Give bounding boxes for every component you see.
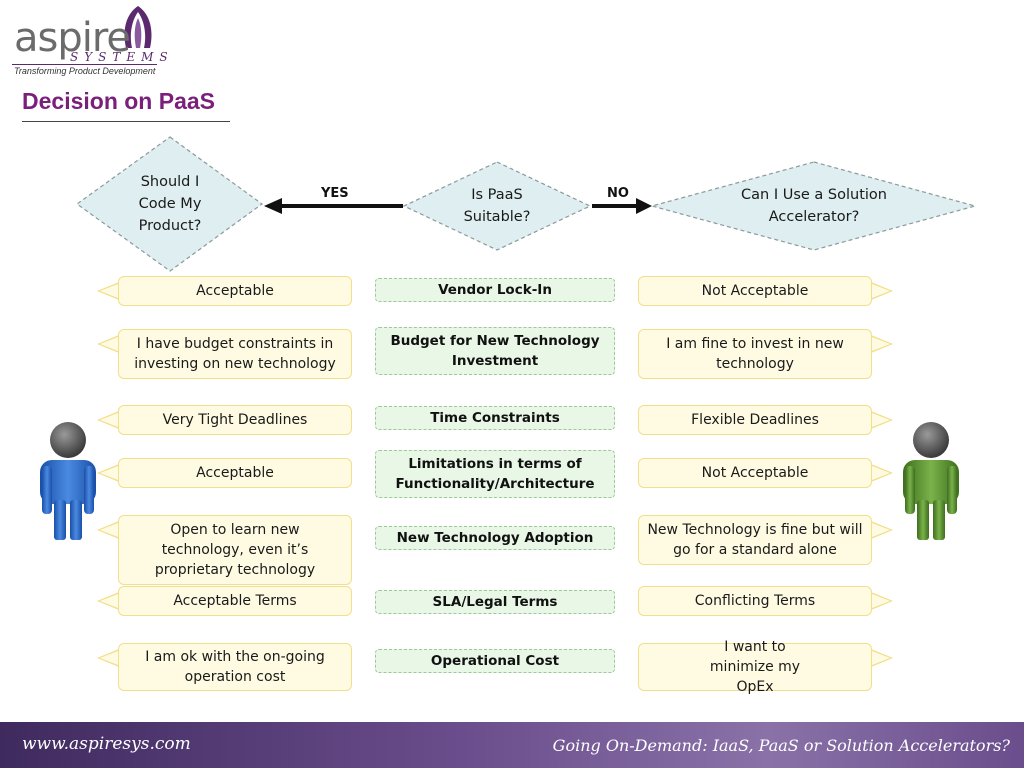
left-answer-text: Acceptable [196, 465, 274, 481]
right-answer-text: Not Acceptable [701, 283, 809, 299]
criterion-limitations: Limitations in terms of Functionality/Ar… [375, 450, 615, 498]
right-answer-adoption: New Technology is fine but will go for a… [638, 515, 893, 565]
criterion-adoption: New Technology Adoption [375, 526, 615, 550]
right-answer-limitations: Not Acceptable [638, 458, 893, 488]
left-answer-sla: Acceptable Terms [97, 586, 352, 616]
logo-tagline: Transforming Product Development [14, 66, 156, 76]
no-label: NO [607, 186, 629, 201]
title-underline [22, 121, 230, 122]
left-answer-text: Open to learn new technology, even it’s … [154, 522, 316, 578]
left-answer-text: Acceptable [196, 283, 274, 299]
logo-wordmark: aspire [14, 15, 131, 61]
right-answer-text: Flexible Deadlines [691, 412, 819, 428]
left-answer-time: Very Tight Deadlines [97, 405, 352, 435]
criterion-vendor-lockin: Vendor Lock-In [375, 278, 615, 302]
logo-systems: SYSTEMS [70, 50, 174, 64]
right-answer-time: Flexible Deadlines [638, 405, 893, 435]
logo-mark-icon [124, 6, 152, 48]
logo-divider [12, 64, 157, 65]
right-answer-text: Not Acceptable [701, 465, 809, 481]
page-title: Decision on PaaS [22, 88, 216, 114]
no-arrow-head [636, 198, 652, 214]
left-answer-text: I am ok with the on-going operation cost [145, 649, 325, 685]
right-answer-opcost: I want to minimize my OpEx [638, 639, 893, 695]
footer-tagline: Going On-Demand: IaaS, PaaS or Solution … [552, 736, 1010, 755]
diamond-paas-suitable [402, 161, 592, 251]
criterion-time: Time Constraints [375, 406, 615, 430]
diamond-solution-accelerator [649, 161, 978, 251]
left-answer-limitations: Acceptable [97, 458, 352, 488]
yes-arrow-head [264, 198, 282, 214]
left-answer-adoption: Open to learn new technology, even it’s … [97, 515, 352, 585]
criterion-opcost: Operational Cost [375, 649, 615, 673]
left-answer-text: Acceptable Terms [173, 593, 297, 609]
right-answer-text: I am fine to invest in new technology [666, 336, 844, 372]
right-answer-vendor-lockin: Not Acceptable [638, 276, 893, 306]
criterion-sla: SLA/Legal Terms [375, 590, 615, 614]
person-blue-icon [40, 422, 96, 540]
yes-label: YES [321, 186, 349, 201]
footer-url: www.aspiresys.com [22, 734, 191, 754]
left-answer-opcost: I am ok with the on-going operation cost [97, 643, 352, 691]
right-answer-budget: I am fine to invest in new technology [638, 329, 893, 379]
right-answer-text: New Technology is fine but will go for a… [647, 522, 863, 558]
right-answer-text: Conflicting Terms [694, 593, 816, 609]
footer-bar: www.aspiresys.com Going On-Demand: IaaS,… [0, 722, 1024, 768]
company-logo: aspire SYSTEMS Transforming Product Deve… [12, 4, 168, 78]
decision-flow [75, 136, 978, 272]
right-answer-text: I want to minimize my OpEx [709, 639, 801, 695]
left-answer-text: I have budget constraints in investing o… [134, 336, 336, 372]
criterion-budget: Budget for New Technology Investment [375, 327, 615, 375]
left-answer-vendor-lockin: Acceptable [97, 276, 352, 306]
left-answer-text: Very Tight Deadlines [162, 412, 308, 428]
left-answer-budget: I have budget constraints in investing o… [97, 329, 352, 379]
diamond-code-product [75, 136, 264, 272]
right-answer-sla: Conflicting Terms [638, 586, 893, 616]
person-green-icon [903, 422, 959, 540]
